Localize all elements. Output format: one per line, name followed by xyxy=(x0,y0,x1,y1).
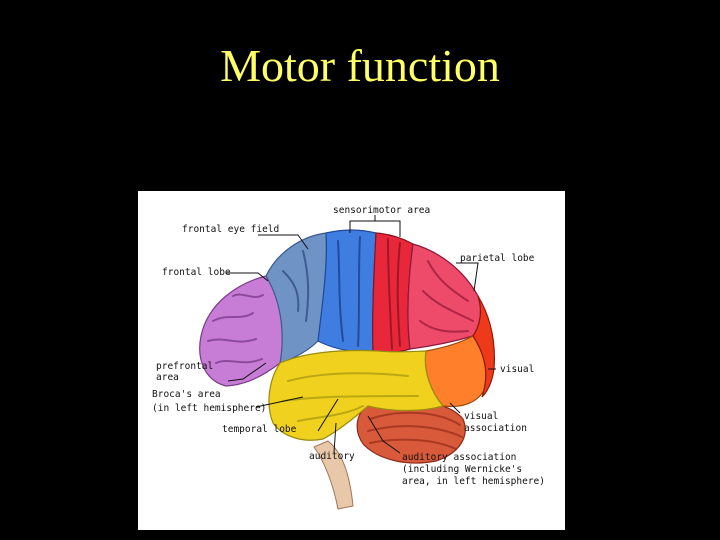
brain-illustration: sensorimotor area frontal eye field fron… xyxy=(152,205,545,510)
brainstem-region xyxy=(313,440,354,510)
label-auditory-association-2: (including Wernicke's xyxy=(402,464,522,475)
label-visual: visual xyxy=(500,364,534,375)
label-auditory-association-3: area, in left hemisphere) xyxy=(402,476,545,487)
label-prefrontal: prefrontal xyxy=(156,361,213,372)
label-temporal-lobe: temporal lobe xyxy=(222,424,297,435)
visual-region xyxy=(472,295,495,398)
label-auditory-association-1: auditory association xyxy=(402,452,516,463)
label-brocas-hemisphere: (in left hemisphere) xyxy=(152,403,266,414)
label-brocas-area: Broca's area xyxy=(152,389,221,400)
sensory-region xyxy=(372,232,414,353)
slide-title: Motor function xyxy=(220,40,500,91)
label-frontal-eye-field: frontal eye field xyxy=(182,224,279,235)
label-parietal-lobe: parietal lobe xyxy=(460,253,535,264)
motor-region xyxy=(317,229,377,353)
label-sensorimotor-area: sensorimotor area xyxy=(333,205,430,216)
brain-diagram: sensorimotor area frontal eye field fron… xyxy=(138,191,565,530)
label-frontal-lobe: frontal lobe xyxy=(162,267,231,278)
label-prefrontal-area: area xyxy=(156,372,179,383)
label-visual-association-2: association xyxy=(464,423,527,434)
label-visual-association-1: visual xyxy=(464,411,498,422)
leader-lines xyxy=(226,215,496,454)
label-auditory: auditory xyxy=(309,451,355,462)
